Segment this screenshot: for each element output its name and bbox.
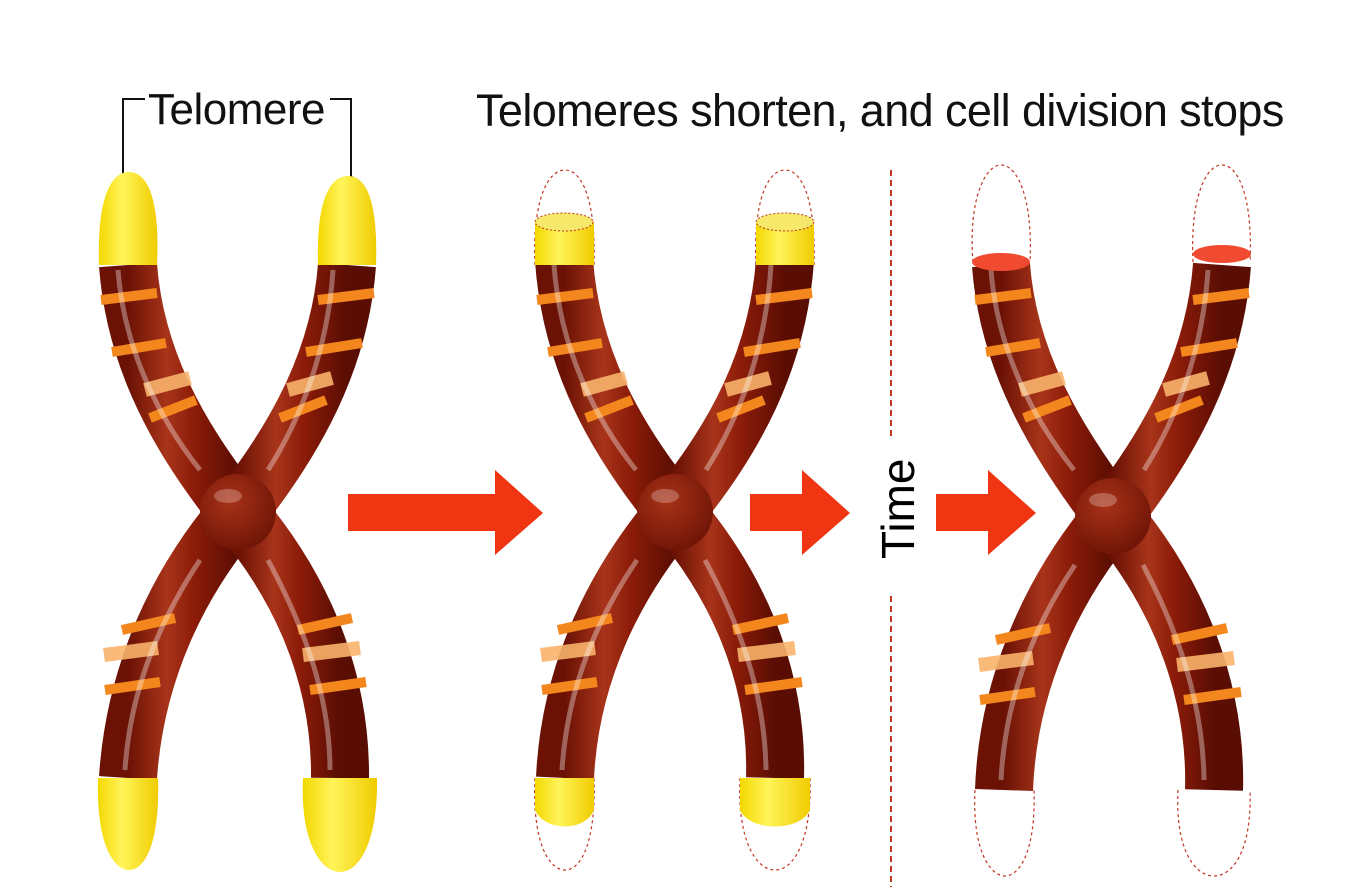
time-label: Time [872,458,924,559]
arrow-1 [348,470,543,555]
chromosome-long-telomeres [97,172,378,872]
chromosome-no-telomeres [971,164,1252,877]
telomere-label: Telomere [148,85,325,134]
arrow-3 [936,470,1036,555]
diagram-title: Telomeres shorten, and cell division sto… [476,85,1284,136]
chromosome-short-telomeres [534,169,815,871]
arrow-2 [750,470,850,555]
